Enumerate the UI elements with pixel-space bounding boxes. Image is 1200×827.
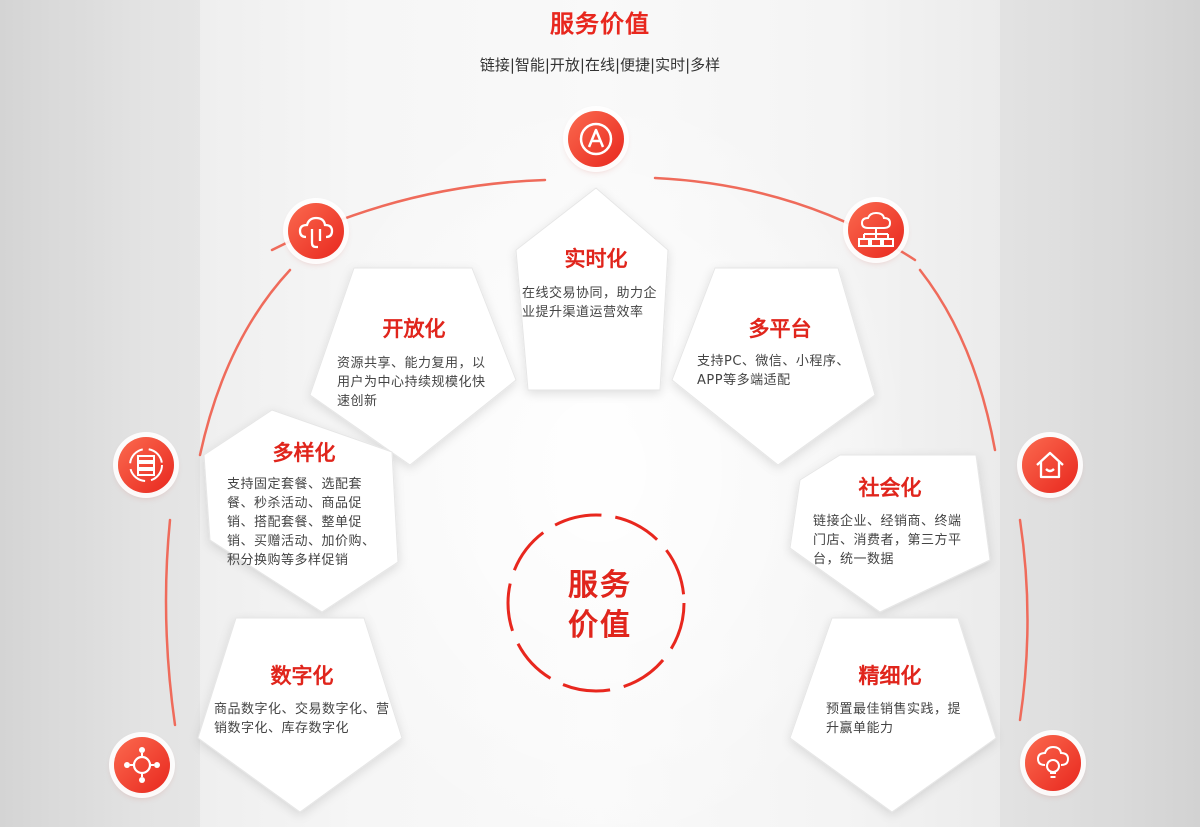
card-title-open: 开放化 [382,317,446,341]
card-shape-realtime [515,187,669,391]
server-stack-icon [118,437,174,493]
card-title-social: 社会化 [858,476,922,500]
card-desc-diverse: 支持固定套餐、选配套餐、秒杀活动、商品促销、搭配套餐、整单促销、买赠活动、加价购… [227,477,376,568]
arc-right-lower [1018,518,1029,722]
card-desc-digital: 商品数字化、交易数字化、营销数字化、库存数字化 [214,702,390,736]
home-icon [1022,437,1078,493]
card-title-realtime: 实时化 [564,247,628,271]
cloud-network-icon [848,202,904,258]
hub-nodes-icon [114,737,170,793]
cloud-plug-icon [288,203,344,259]
card-desc-social: 链接企业、经销商、终端门店、消费者，第三方平台，统一数据 [813,514,962,567]
center-label-line2: 价值 [568,608,632,643]
card-desc-open: 资源共享、能力复用，以用户为中心持续规模化快速创新 [337,356,486,409]
card-title-diverse: 多样化 [272,441,336,465]
card-shape-digital [197,617,403,813]
arc-left-upper [198,268,292,457]
card-title-multiplatform: 多平台 [748,317,812,341]
card-shape-refined [789,617,997,813]
letter-a-icon [568,111,624,167]
card-desc-realtime: 在线交易协同，助力企业提升渠道运营效率 [522,286,658,320]
arc-right-upper [918,268,997,452]
card-title-refined: 精细化 [858,664,922,688]
page-title: 服务价值 [550,10,650,38]
center-dashed-circle [506,513,686,693]
center-label-line1: 服务 [568,568,632,603]
card-shape-open [309,267,517,466]
card-shape-diverse [203,409,399,613]
cloud-bulb-icon [1025,735,1081,791]
card-shape-multiplatform [671,267,876,466]
outer-ring [164,176,1029,727]
card-shape-social [789,454,991,613]
card-title-digital: 数字化 [270,664,334,688]
card-desc-multiplatform: 支持PC、微信、小程序、APP等多端适配 [697,354,850,388]
page-subtitle: 链接|智能|开放|在线|便捷|实时|多样 [479,56,721,74]
center-label: 服务 价值 [540,566,660,646]
arc-left-lower [164,518,177,727]
card-desc-refined: 预置最佳销售实践，提升赢单能力 [826,702,962,736]
